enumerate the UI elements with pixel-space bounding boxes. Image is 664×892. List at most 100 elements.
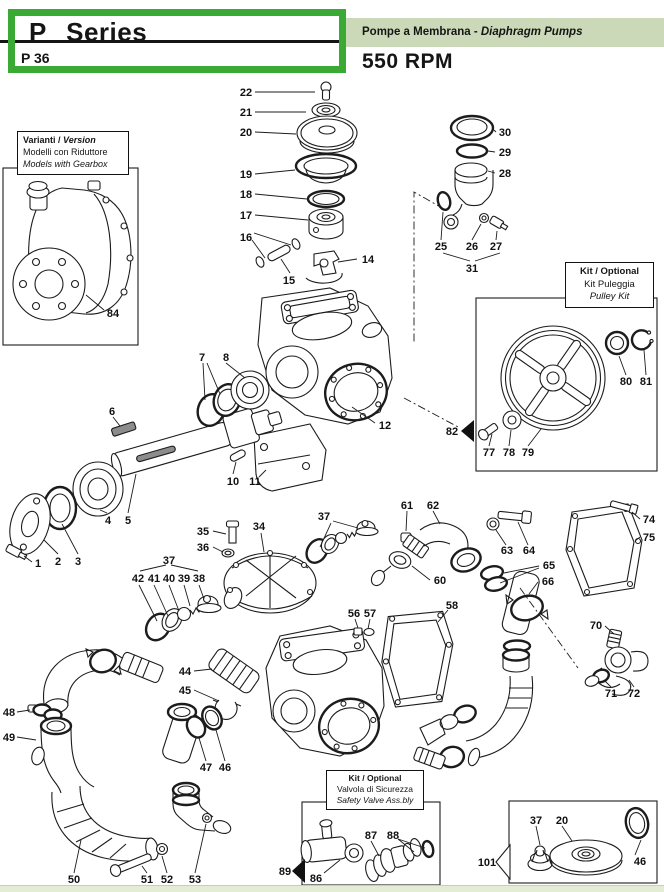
part-label-37-31: 37 (318, 511, 330, 523)
diaphragm-stack-drawing (255, 81, 358, 284)
series-box: P Series P 36 (8, 9, 346, 73)
part-label-44-37: 44 (179, 666, 192, 678)
part-label-15-12: 15 (283, 275, 295, 287)
part-label-12-10: 12 (379, 420, 391, 432)
marker-89-triangle (292, 859, 305, 883)
safety-valve-kit-box: Kit / Optional Valvola di Sicurezza Safe… (326, 770, 424, 810)
part-label-78-63: 78 (503, 447, 515, 459)
part-label-50-43: 50 (68, 874, 80, 886)
part-label-42-36: 42 (132, 573, 144, 585)
part-label-37-30: 37 (163, 555, 175, 567)
part-label-5-4: 5 (125, 515, 131, 527)
header-rule (0, 40, 348, 43)
part-label-58-49: 58 (446, 600, 458, 612)
part-label-89-72: 89 (279, 866, 291, 878)
part-label-53-46: 53 (189, 874, 201, 886)
subtitle-strip: Pompe a Membrana - Diaphragm Pumps (346, 18, 664, 47)
rpm-label: 550 RPM (362, 50, 454, 73)
part-label-30-25: 30 (499, 127, 511, 139)
manifold-drawing (27, 648, 260, 877)
part-label-20-17: 20 (240, 127, 252, 139)
safety-kit-line-italian: Valvola di Sicurezza (337, 784, 413, 795)
part-label-22-19: 22 (240, 87, 252, 99)
reference-markers (292, 420, 511, 883)
part-label-48-41: 48 (3, 707, 15, 719)
drain-cock-drawing (584, 628, 649, 696)
air-chamber-drawing (436, 114, 509, 231)
part-label-10-8: 10 (227, 476, 239, 488)
safety-kit-line-english: Safety Valve Ass.bly (336, 795, 414, 806)
part-label-74-60: 74 (643, 514, 656, 526)
part-label-80-65: 80 (620, 376, 632, 388)
marker-101-notch (495, 843, 511, 881)
part-label-38-32: 38 (193, 573, 205, 585)
marker-82-triangle (461, 420, 474, 442)
part-label-45-38: 45 (179, 685, 191, 697)
safety-valve-drawing (300, 819, 435, 882)
part-label-87-70: 87 (365, 830, 377, 842)
part-label-75-61: 75 (643, 532, 655, 544)
crankshaft-drawing (5, 370, 283, 561)
part-label-18-15: 18 (240, 189, 252, 201)
part-label-65-55: 65 (543, 560, 555, 572)
part-label-72-59: 72 (628, 688, 640, 700)
part-label-47-40: 47 (200, 762, 212, 774)
part-label-77-62: 77 (483, 447, 495, 459)
pulley-kit-drawing (477, 325, 654, 441)
part-label-81-66: 81 (640, 376, 652, 388)
pump-head-drawing (221, 520, 317, 614)
covers-drawing (381, 500, 643, 708)
part-label-11-9: 11 (249, 476, 261, 488)
part-label-86-69: 86 (310, 873, 322, 885)
part-label-17-14: 17 (240, 210, 252, 222)
part-label-3-2: 3 (75, 556, 81, 568)
part-label-70-57: 70 (590, 620, 602, 632)
part-label-61-51: 61 (401, 500, 413, 512)
series-title: P Series (29, 17, 148, 47)
subtitle-italian: Pompe a Membrana - (362, 26, 481, 38)
part-label-36-29: 36 (197, 542, 209, 554)
part-label-57-48: 57 (364, 608, 376, 620)
part-label-39-33: 39 (178, 573, 190, 585)
part-label-34-27: 34 (253, 521, 266, 533)
part-label-66-56: 66 (542, 576, 554, 588)
part-label-4-3: 4 (105, 515, 112, 527)
part-label-19-16: 19 (240, 169, 252, 181)
series-model: P 36 (21, 50, 50, 66)
footer-strip (0, 885, 664, 892)
part-label-84-68: 84 (107, 308, 120, 320)
part-label-52-45: 52 (161, 874, 173, 886)
part-label-27-22: 27 (490, 241, 502, 253)
repair-kit-drawing (527, 806, 650, 876)
part-label-8-7: 8 (223, 352, 229, 364)
pulley-kit-line-italian: Kit Puleggia (584, 278, 635, 290)
part-label-35-28: 35 (197, 526, 209, 538)
part-label-31-26: 31 (466, 263, 478, 275)
variant-title: Varianti / Version (23, 135, 96, 145)
part-label-21-18: 21 (240, 107, 252, 119)
part-label-25-20: 25 (435, 241, 447, 253)
part-label-41-35: 41 (148, 573, 160, 585)
part-label-29-24: 29 (499, 147, 511, 159)
part-label-101-73: 101 (478, 857, 496, 869)
part-label-71-58: 71 (605, 688, 617, 700)
safety-kit-title: Kit / Optional (348, 773, 402, 783)
part-label-46-76: 46 (634, 856, 646, 868)
part-label-14-11: 14 (362, 254, 375, 266)
part-label-63-53: 63 (501, 545, 513, 557)
part-label-60-50: 60 (434, 575, 446, 587)
variant-line-english: Models with Gearbox (23, 158, 108, 169)
variant-version-box: Varianti / Version Modelli con Riduttore… (17, 131, 129, 175)
part-label-2-1: 2 (55, 556, 61, 568)
part-label-49-42: 49 (3, 732, 15, 744)
variant-line-italian: Modelli con Riduttore (23, 146, 108, 157)
pulley-kit-title: Kit / Optional (579, 266, 640, 277)
part-label-16-13: 16 (240, 232, 252, 244)
right-fittings-drawing (370, 510, 649, 770)
crankcase2-drawing (265, 625, 385, 757)
part-label-40-34: 40 (163, 573, 175, 585)
assembly-axes (403, 191, 579, 669)
